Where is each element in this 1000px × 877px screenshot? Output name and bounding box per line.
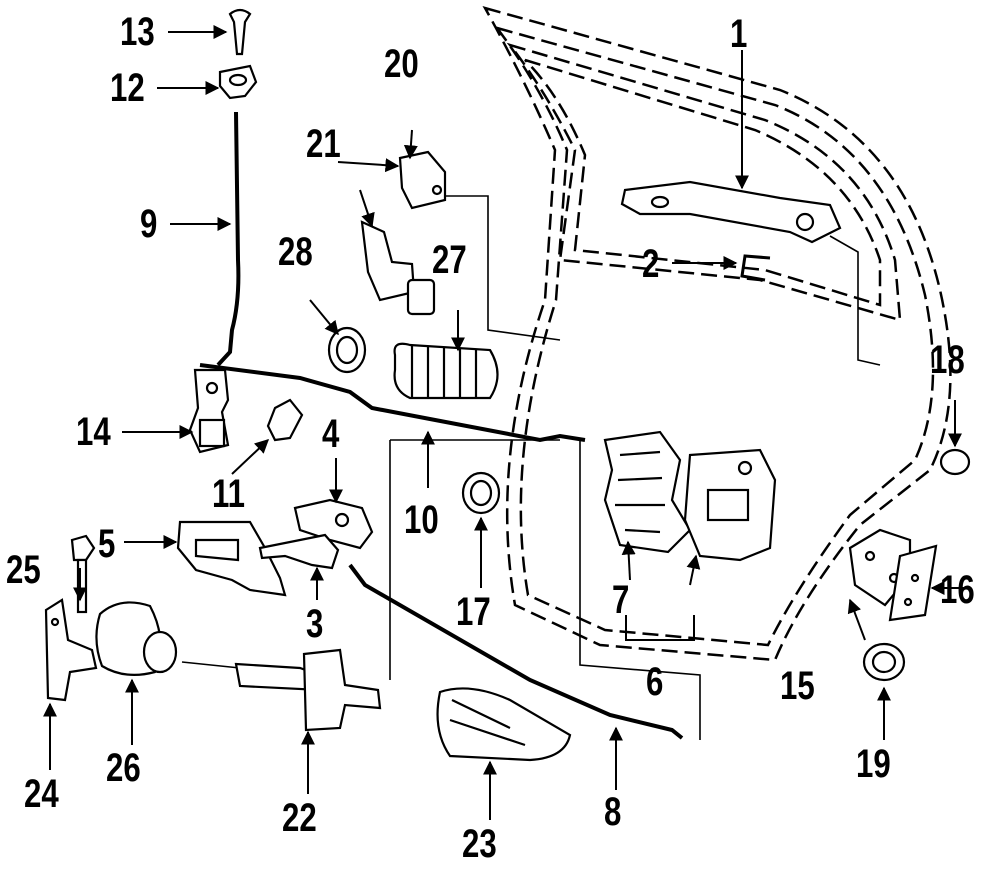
part-27-boot (393, 342, 499, 400)
part-12-lock-knob (218, 64, 258, 100)
callout-1: 1 (730, 12, 748, 56)
callout-20: 20 (384, 42, 419, 86)
callout-12: 12 (110, 66, 145, 110)
part-18-plug (939, 448, 971, 476)
callout-22: 22 (282, 796, 317, 840)
part-6-door-latch (683, 448, 777, 562)
callout-arrows (43, 25, 965, 820)
part-10-control-rod (199, 363, 586, 443)
door-outline (482, 5, 952, 662)
callout-21: 21 (306, 122, 341, 166)
callout-15: 15 (780, 664, 815, 708)
part-9-lock-rod (216, 111, 241, 367)
callout-4: 4 (322, 412, 340, 456)
callout-16: 16 (940, 568, 975, 612)
callout-23: 23 (462, 822, 497, 866)
callout-9: 9 (140, 202, 158, 246)
part-11-rod-clip (266, 398, 304, 442)
part-19-grommet (862, 642, 906, 682)
callout-13: 13 (120, 10, 155, 54)
callout-27: 27 (432, 238, 467, 282)
part-5-handle-bezel (176, 520, 287, 597)
callout-2: 2 (642, 242, 660, 286)
part-28-grommet (327, 326, 367, 374)
callout-11: 11 (212, 472, 245, 516)
callout-8: 8 (604, 790, 622, 834)
part-3-inside-handle (258, 533, 340, 570)
callout-26: 26 (106, 746, 141, 790)
callout-5: 5 (98, 522, 116, 566)
callout-19: 19 (856, 742, 891, 786)
callout-28: 28 (278, 230, 313, 274)
part-23-handle-cover (436, 687, 572, 762)
callout-25: 25 (6, 548, 41, 592)
part-2-clip (740, 254, 771, 282)
part-22-door-check (234, 648, 382, 732)
callout-3: 3 (306, 602, 324, 646)
callout-17: 17 (456, 590, 491, 634)
part-20-bracket (398, 150, 447, 210)
part-17-grommet (461, 471, 501, 515)
callout-14: 14 (76, 410, 111, 454)
part-14-lock-actuator (188, 368, 230, 454)
part-1-outside-handle (620, 180, 842, 244)
part-7-lock-actuator (603, 430, 692, 554)
callout-24: 24 (24, 772, 59, 816)
callout-7: 7 (612, 578, 630, 622)
part-13-knob-screw (228, 8, 252, 56)
part-16-shim (888, 544, 938, 622)
part-25-bolt (70, 534, 96, 614)
part-26-boot (95, 601, 178, 677)
callout-10: 10 (404, 498, 439, 542)
part-24-hinge (44, 598, 98, 702)
callout-18: 18 (930, 338, 965, 382)
callout-6: 6 (646, 660, 664, 704)
part-8-rod (348, 563, 684, 740)
part-21-bracket (360, 220, 436, 316)
callout-bracket-6 (625, 615, 695, 641)
